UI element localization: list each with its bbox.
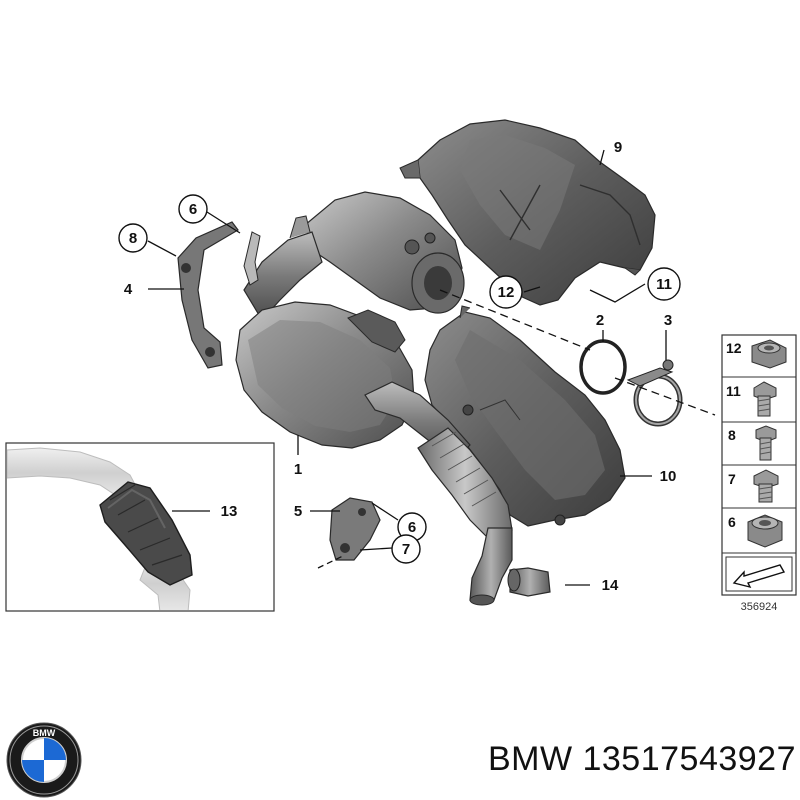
callout-7: 7 bbox=[391, 534, 421, 564]
callout-8: 8 bbox=[118, 223, 148, 253]
callout-3: 3 bbox=[664, 312, 672, 329]
part-number-caption: BMW 13517543927 bbox=[487, 740, 796, 778]
svg-text:8: 8 bbox=[728, 427, 736, 443]
callout-4: 4 bbox=[124, 281, 133, 298]
bracket-left bbox=[177, 221, 239, 369]
v-band-clamp bbox=[626, 359, 683, 427]
inset-detail-box bbox=[5, 442, 275, 612]
legend-item-6: 6 bbox=[728, 514, 783, 548]
svg-text:11: 11 bbox=[656, 276, 672, 293]
bmw-logo: BMW bbox=[6, 722, 82, 798]
catalytic-converter bbox=[235, 191, 513, 606]
callout-5: 5 bbox=[294, 503, 302, 520]
legend-item-11: 11 bbox=[726, 381, 777, 417]
callout-14: 14 bbox=[602, 577, 619, 594]
callout-6-top: 6 bbox=[178, 194, 208, 224]
callout-2: 2 bbox=[596, 312, 604, 329]
flex-pipe-bellows bbox=[99, 481, 193, 586]
legend-item-7: 7 bbox=[728, 469, 779, 503]
svg-text:11: 11 bbox=[726, 383, 741, 399]
legend-item-12: 12 bbox=[726, 339, 787, 369]
callout-10: 10 bbox=[660, 468, 677, 485]
callout-labels: 8 6 4 9 12 11 2 3 1 10 5 6 7 13 14 bbox=[118, 139, 681, 594]
svg-text:7: 7 bbox=[402, 541, 410, 558]
heat-shield-lower bbox=[424, 305, 626, 527]
leader-lines bbox=[147, 149, 716, 586]
bracket-small bbox=[329, 497, 381, 561]
svg-text:12: 12 bbox=[498, 284, 515, 301]
svg-text:8: 8 bbox=[129, 230, 137, 247]
svg-text:7: 7 bbox=[728, 471, 736, 487]
callout-1: 1 bbox=[294, 461, 302, 478]
legend-item-8: 8 bbox=[728, 425, 777, 461]
page-arrow-icon bbox=[725, 556, 793, 592]
callout-11: 11 bbox=[647, 267, 681, 301]
callout-13: 13 bbox=[221, 503, 238, 520]
svg-text:6: 6 bbox=[189, 201, 197, 218]
hardware-legend: 12 11 8 7 6 bbox=[721, 334, 797, 613]
callout-12: 12 bbox=[489, 275, 523, 309]
svg-text:12: 12 bbox=[726, 340, 742, 356]
diagram-number: 356924 bbox=[741, 601, 778, 613]
heat-shield-upper bbox=[399, 119, 656, 306]
svg-text:6: 6 bbox=[408, 519, 416, 536]
logo-lettering: BMW bbox=[33, 728, 56, 738]
callout-9: 9 bbox=[614, 139, 622, 156]
pipe-clamp bbox=[507, 567, 551, 597]
svg-text:6: 6 bbox=[728, 514, 736, 530]
